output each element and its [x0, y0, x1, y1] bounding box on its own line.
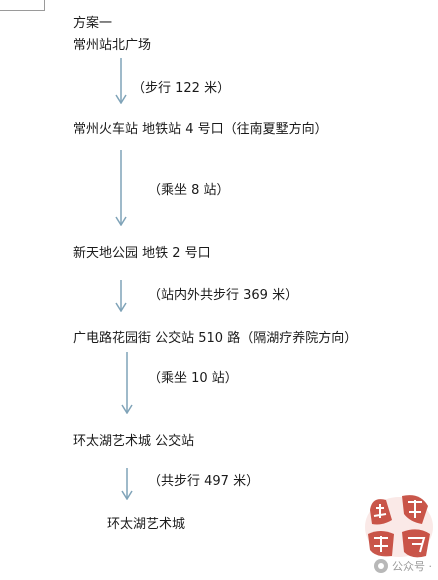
- segment-walk-2: （站内外共步行 369 米）: [148, 288, 299, 303]
- stop-destination: 环太湖艺术城: [107, 517, 186, 532]
- arrow-down-icon: [121, 352, 133, 414]
- segment-walk-1: （步行 122 米）: [132, 81, 231, 96]
- page-corner-mark: [0, 0, 45, 11]
- watermark-text: 公众号 ·: [392, 560, 432, 573]
- segment-metro-1: （乘坐 8 站）: [148, 183, 230, 198]
- stop-changzhou-station: 常州火车站 地铁站 4 号口（往南夏墅方向）: [73, 122, 328, 137]
- segment-walk-3: （共步行 497 米）: [148, 474, 260, 489]
- stop-xintiandi-park: 新天地公园 地铁 2 号口: [73, 246, 211, 261]
- plan-title: 方案一: [73, 16, 113, 31]
- wechat-icon: [374, 559, 388, 573]
- arrow-down-icon: [115, 58, 127, 104]
- arrow-down-icon: [121, 468, 133, 500]
- arrow-down-icon: [115, 150, 127, 226]
- stop-origin: 常州站北广场: [73, 38, 152, 53]
- stop-huantaihu-bus: 环太湖艺术城 公交站: [73, 434, 195, 449]
- stop-guangdian-road: 广电路花园街 公交站 510 路（隔湖疗养院方向）: [73, 331, 358, 346]
- wechat-watermark: 公众号 ·: [374, 558, 432, 574]
- arrow-down-icon: [115, 280, 127, 312]
- huaxia-qishi-seal: [362, 490, 436, 564]
- segment-bus-1: （乘坐 10 站）: [148, 371, 238, 386]
